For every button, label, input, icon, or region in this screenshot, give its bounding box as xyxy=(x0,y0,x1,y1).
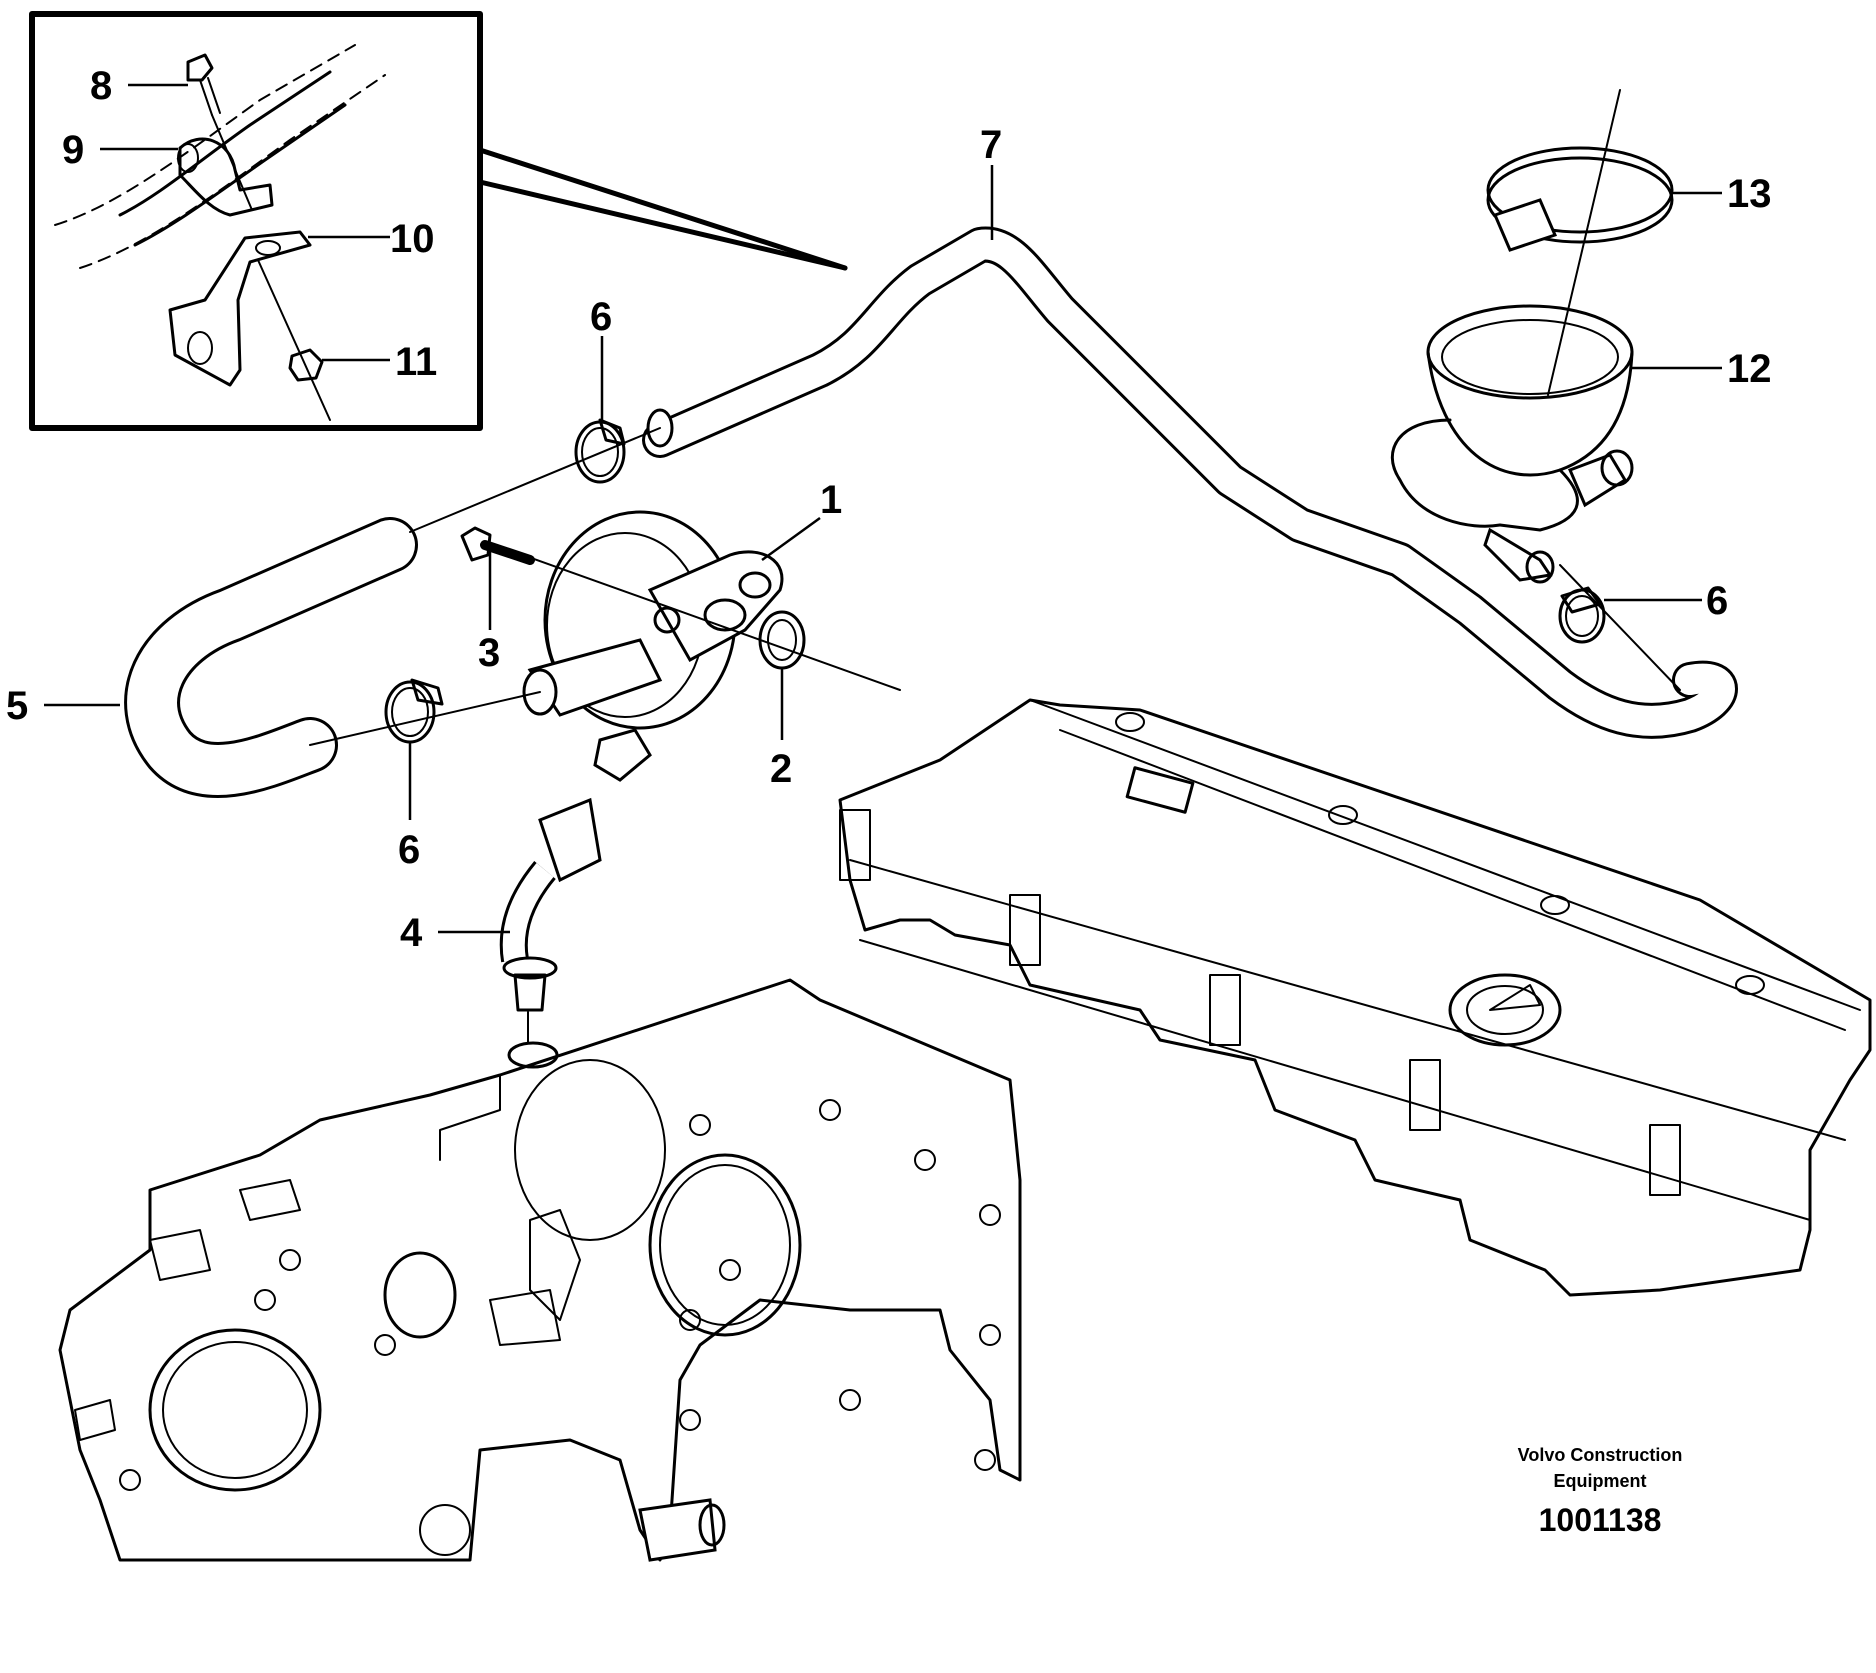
elbow-4 xyxy=(499,797,602,1069)
valve-cover xyxy=(838,698,1872,1297)
document-number: 1001138 xyxy=(1539,1502,1662,1538)
breather-housing-1 xyxy=(522,510,784,782)
callout-6-right: 6 xyxy=(1706,579,1728,623)
callout-12: 12 xyxy=(1727,347,1772,391)
breather-pipe-7 xyxy=(642,226,1738,739)
callout-5: 5 xyxy=(6,684,28,728)
callout-10: 10 xyxy=(390,217,435,261)
callout-6-upper: 6 xyxy=(590,295,612,339)
brand-line-1: Volvo Construction xyxy=(1518,1445,1683,1465)
leader-lines xyxy=(44,83,1722,934)
callout-7: 7 xyxy=(980,123,1002,167)
callout-2: 2 xyxy=(770,747,792,791)
intake-adapter-12 xyxy=(1390,304,1634,584)
callout-6-lower: 6 xyxy=(398,828,420,872)
clamp-6-lower xyxy=(384,678,444,744)
footer-credit: Volvo Construction Equipment 1001138 xyxy=(1518,1445,1683,1538)
clamp-6-upper xyxy=(574,418,626,484)
hose-5 xyxy=(124,517,418,798)
callout-labels: 8 9 10 11 7 13 12 6 6 1 3 2 5 6 4 xyxy=(6,64,1772,955)
hose-clamp-13 xyxy=(1486,89,1674,396)
callout-8: 8 xyxy=(90,64,112,108)
bolt-3 xyxy=(460,526,901,691)
callout-1: 1 xyxy=(820,478,842,522)
callout-3: 3 xyxy=(478,631,500,675)
callout-13: 13 xyxy=(1727,172,1772,216)
engine-block xyxy=(58,978,1022,1562)
callout-11: 11 xyxy=(395,340,437,384)
clamp-6-right xyxy=(1558,586,1606,644)
callout-4: 4 xyxy=(400,911,423,955)
brand-line-2: Equipment xyxy=(1554,1471,1647,1491)
callout-9: 9 xyxy=(62,128,84,172)
detail-inset xyxy=(29,11,848,431)
